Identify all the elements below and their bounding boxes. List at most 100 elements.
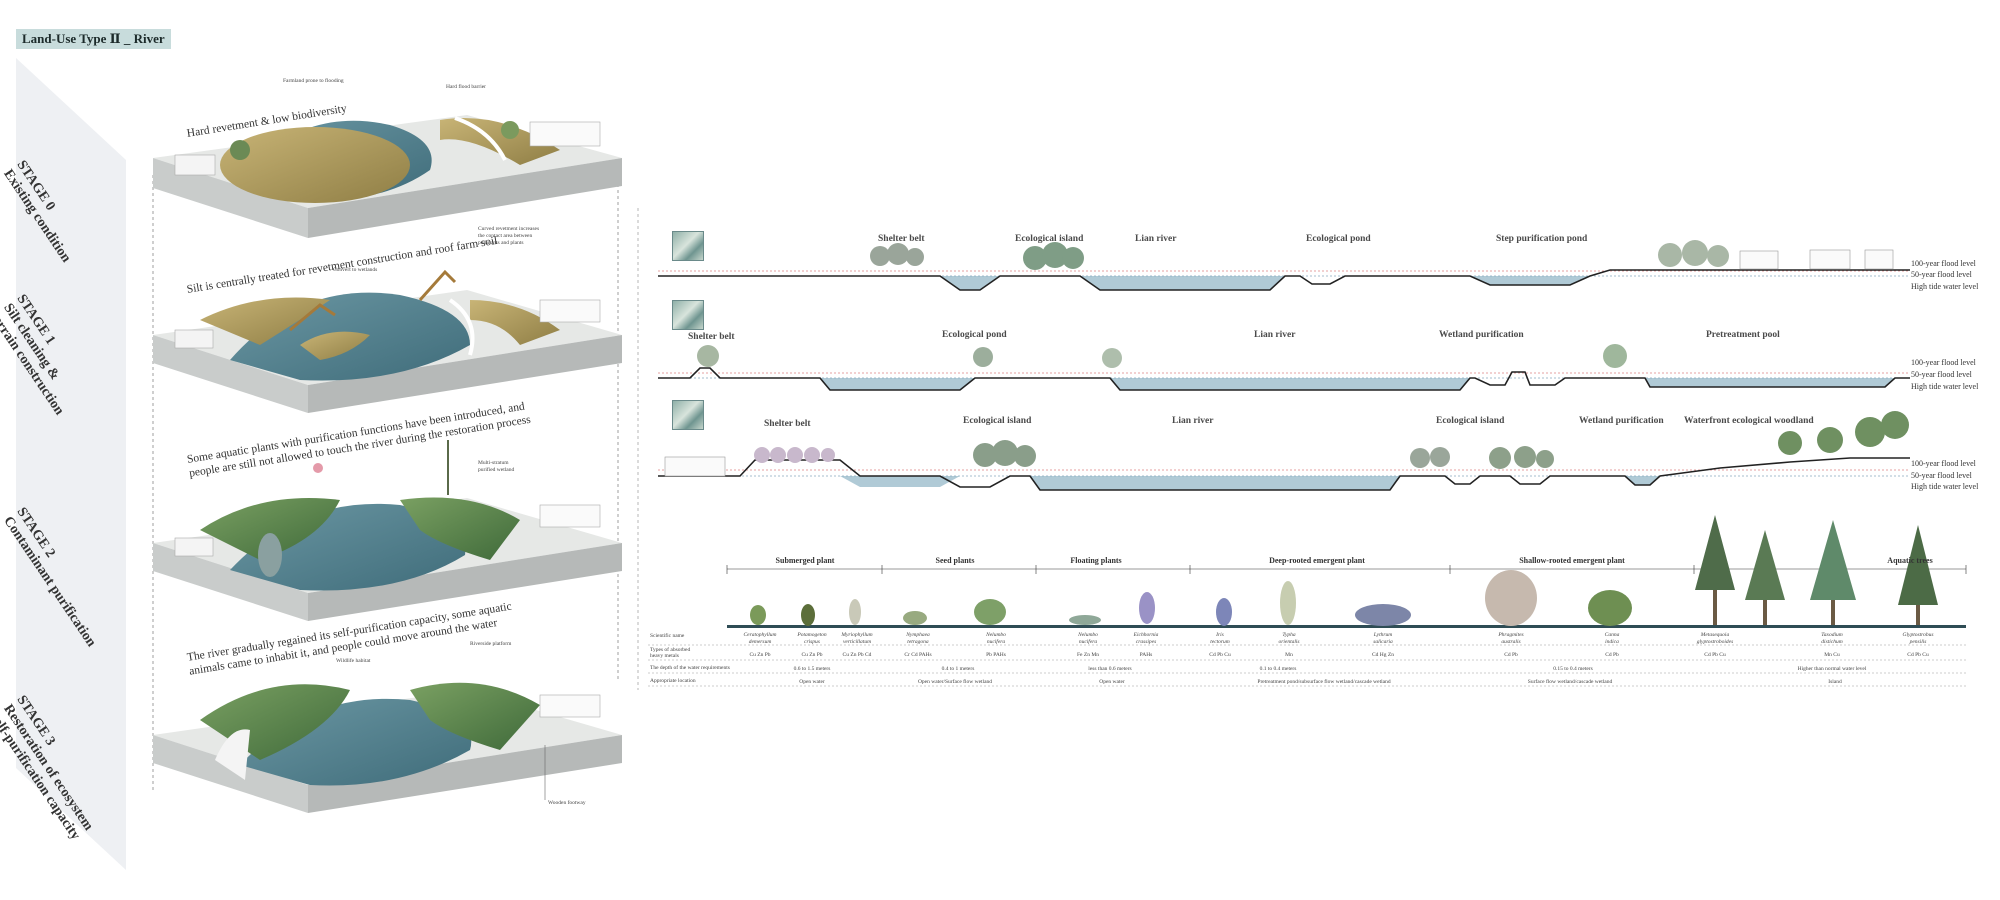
panel-title: Land-Use Type Ⅱ _ River: [16, 29, 171, 49]
axonometric-diagrams: [152, 115, 622, 813]
species-name: Phragmites australis: [1498, 632, 1524, 645]
depth-cell: 0.1 to 0.4 meters: [1259, 666, 1297, 672]
section-3-level-50: 50-year flood level: [1911, 471, 1972, 480]
category-submerged-plant: Submerged plant: [775, 556, 835, 565]
section-3-label-shelter-belt: Shelter belt: [764, 419, 811, 429]
species-name: Nelumbo nucifera: [1078, 632, 1098, 645]
species-name: Metasequoia glyptostroboides: [1696, 632, 1734, 645]
section-3-label-ecological-island: Ecological island: [963, 416, 1032, 426]
location-cell: Surface flow wetland/cascade wetland: [1527, 679, 1613, 685]
stage2-block: [153, 440, 622, 621]
stage1-annotation-revetment: Curved revetment increases the contact a…: [478, 226, 540, 246]
category-shallow-rooted: Shallow-rooted emergent plant: [1519, 556, 1625, 565]
species-name: Canna indica: [1604, 632, 1620, 645]
species-name: Lythrum salicaria: [1373, 632, 1393, 645]
depth-cell: less than 0.6 meters: [1088, 666, 1132, 672]
section-2-level-100: 100-year flood level: [1911, 358, 1976, 367]
location-cell: Open water: [1099, 679, 1125, 685]
stage-band: [16, 58, 126, 870]
depth-cell: 0.6 to 1.5 meters: [793, 666, 831, 672]
category-deep-rooted: Deep-rooted emergent plant: [1269, 556, 1365, 565]
section-2-label-lian-river: Lian river: [1254, 330, 1296, 340]
species-metals: Cd Hg Zn: [1372, 652, 1394, 658]
species-name: Nelumbo nucifera: [986, 632, 1006, 645]
depth-cell: 0.15 to 0.4 meters: [1553, 666, 1593, 672]
species-name: Taxodium distichum: [1821, 632, 1843, 645]
category-seed-plants: Seed plants: [935, 556, 975, 565]
section-1-level-50: 50-year flood level: [1911, 270, 1972, 279]
section-2-thumbnail: [672, 300, 704, 330]
section-1-level-100: 100-year flood level: [1911, 259, 1976, 268]
stage1-annotation-wetlands: Convert to wetlands: [333, 267, 378, 273]
section-3-level-high-tide: High tide water level: [1911, 482, 1979, 491]
section-3-label-lian-river: Lian river: [1172, 416, 1214, 426]
section-1-label-ecological-pond: Ecological pond: [1306, 234, 1371, 244]
species-name: Typha orientalis: [1278, 632, 1300, 645]
location-cell: Open water: [799, 679, 825, 685]
plant-chart: [648, 515, 1967, 687]
species-name: Nymphaea tetragona: [906, 632, 930, 645]
location-cell: Island: [1828, 679, 1842, 685]
row-water-depth: The depth of the water requirements: [650, 665, 730, 671]
species-name: Myriophyllum verticillatum: [841, 632, 873, 645]
section-3-level-100: 100-year flood level: [1911, 459, 1976, 468]
section-2-level-high-tide: High tide water level: [1911, 382, 1979, 391]
species-metals: Cd Pb Cu: [1209, 652, 1231, 658]
species-metals: Mn: [1285, 652, 1293, 658]
row-scientific-name: Scientific name: [650, 633, 685, 639]
category-aquatic-trees: Aquatic trees: [1887, 556, 1933, 565]
section-1-label-shelter-belt: Shelter belt: [878, 234, 925, 244]
section-1-level-high-tide: High tide water level: [1911, 282, 1979, 291]
section-2-level-50: 50-year flood level: [1911, 370, 1972, 379]
stage0-annotation-barrier: Hard flood barrier: [446, 84, 487, 90]
section-3-label-wetland-purification: Wetland purification: [1579, 416, 1664, 426]
stage3-annotation-habitat: Wildlife habitat: [336, 658, 371, 664]
species-metals: Cu Zn Pb Cd: [842, 652, 872, 658]
species-metals: Fe Zn Mn: [1077, 652, 1099, 658]
species-metals: Cr Cd PAHs: [904, 652, 932, 658]
stage3-annotation-footway: Wooden footway: [548, 800, 586, 806]
plant-illustrations: [750, 515, 1938, 626]
section-1-label-step-purification-pond: Step purification pond: [1496, 234, 1588, 244]
species-metals: Cu Zn Pb: [749, 652, 771, 658]
stage3-block: [153, 682, 622, 813]
species-metals: Pb PAHs: [986, 652, 1006, 658]
section-3-label-waterfront-woodland: Waterfront ecological woodland: [1684, 416, 1814, 426]
depth-cell: 0.4 to 1 meters: [941, 666, 975, 672]
species-metals: Mn Cu: [1824, 652, 1840, 658]
section-1-label-lian-river: Lian river: [1135, 234, 1177, 244]
section-2-label-pretreatment-pool: Pretreatment pool: [1706, 330, 1780, 340]
species-metals: PAHs: [1139, 652, 1153, 658]
species-metals: Cd Pb: [1504, 652, 1518, 658]
section-3-label-ecological-island-2: Ecological island: [1436, 416, 1505, 426]
location-cell: Pretreatment pond/subsurface flow wetlan…: [1257, 679, 1391, 685]
species-name: Iris tectorum: [1210, 632, 1230, 645]
species-name: Ceratophyllum demersum: [743, 632, 777, 645]
location-cell: Open water/Surface flow wetland: [917, 679, 993, 685]
species-name: Glyptostrobus pensilis: [1902, 632, 1934, 645]
depth-cell: Higher than normal water level: [1797, 666, 1867, 672]
section-3-thumbnail: [672, 400, 704, 430]
category-floating-plants: Floating plants: [1070, 556, 1122, 565]
species-metals: Cd Pb Cu: [1704, 652, 1726, 658]
species-name: Potamogeton crispus: [797, 632, 827, 645]
section-2-label-wetland-purification: Wetland purification: [1439, 330, 1524, 340]
section-1-label-ecological-island: Ecological island: [1015, 234, 1084, 244]
row-absorbed-metals: Types of absorbed heavy metals: [650, 647, 691, 659]
species-name: Eichhornia crassipes: [1133, 632, 1159, 645]
stage3-annotation-platform: Riverside platform: [470, 641, 512, 647]
section-2-label-shelter-belt: Shelter belt: [688, 332, 735, 342]
stage1-block: [153, 269, 622, 413]
stage0-block: [153, 115, 622, 238]
species-metals: Cd Pb Cu: [1907, 652, 1929, 658]
stage0-annotation-farmland: Farmland prone to flooding: [283, 78, 344, 84]
section-3: [658, 411, 1910, 491]
section-2-label-ecological-pond: Ecological pond: [942, 330, 1007, 340]
section-2: [658, 344, 1910, 391]
section-1-thumbnail: [672, 231, 704, 261]
section-1: [658, 240, 1910, 291]
species-metals: Cu Zn Pb: [801, 652, 823, 658]
row-location: Appropriate location: [650, 678, 696, 684]
stage2-annotation-wetland: Multi-stratum purified wetland: [478, 460, 515, 473]
